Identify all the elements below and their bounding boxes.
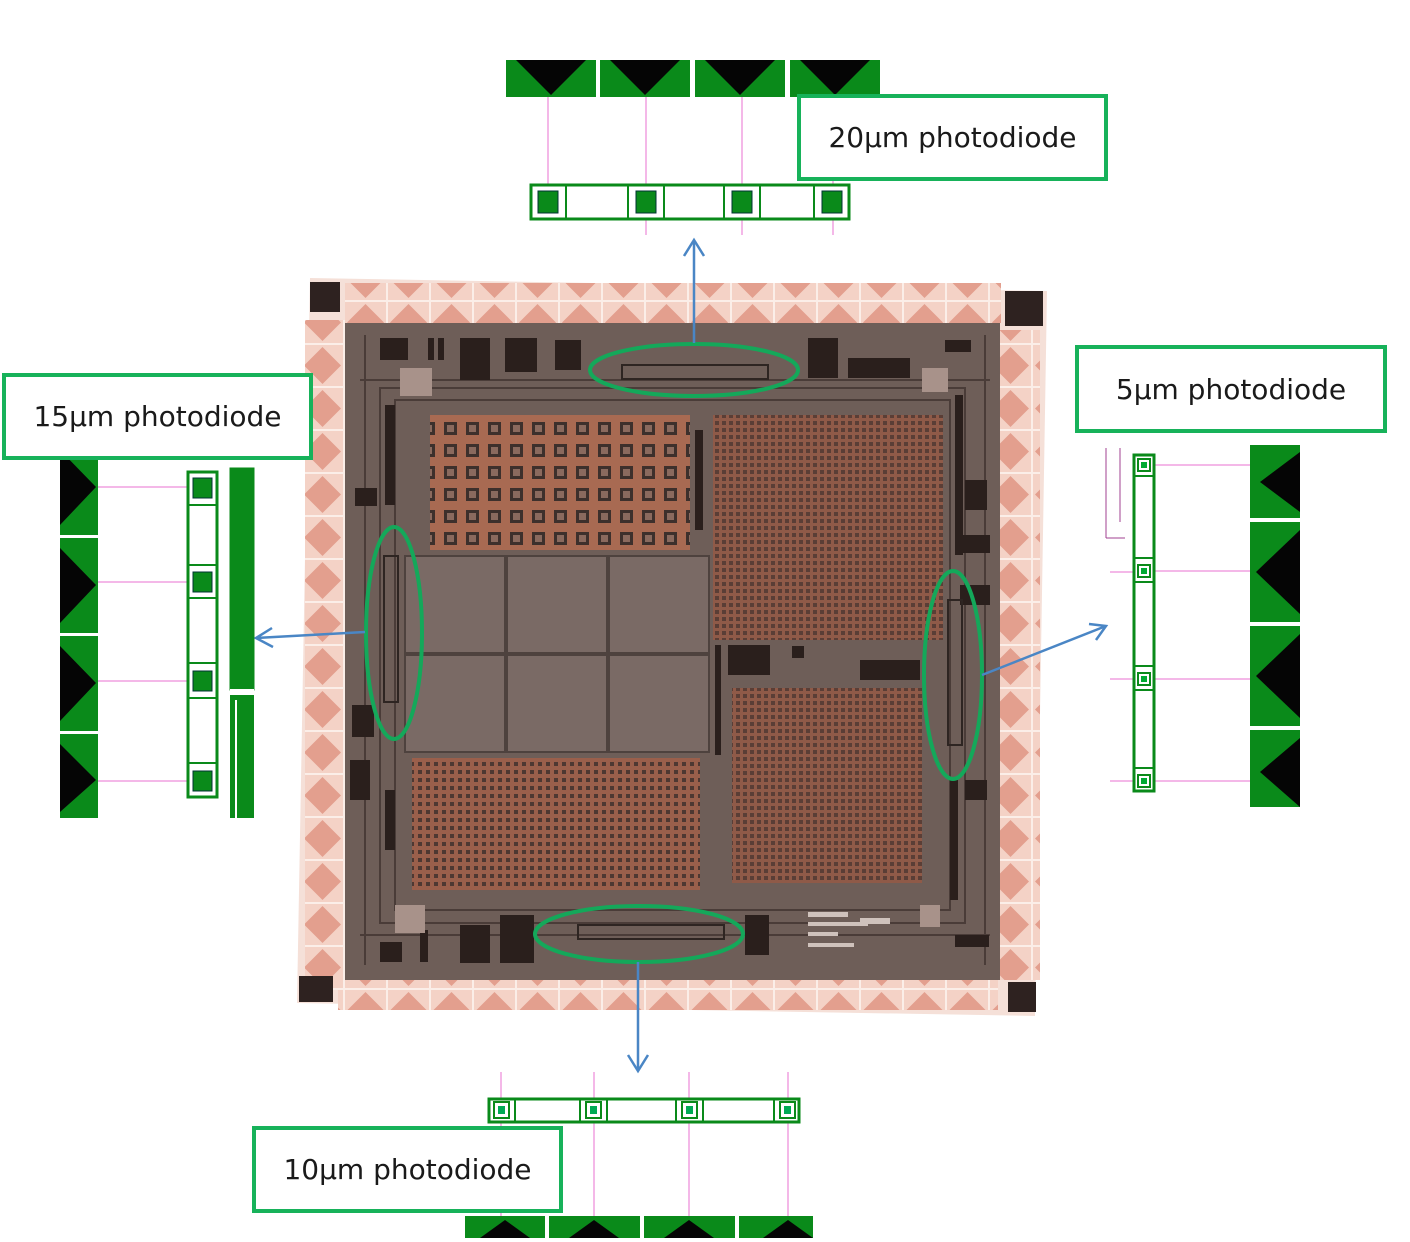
callout-label-left: 15µm photodiode bbox=[33, 400, 282, 433]
callout-label-top: 20µm photodiode bbox=[828, 121, 1077, 154]
callout-20um-photodiode: 20µm photodiode bbox=[797, 94, 1108, 181]
callout-10um-photodiode: 10µm photodiode bbox=[252, 1126, 563, 1213]
callout-label-bottom: 10µm photodiode bbox=[283, 1153, 532, 1186]
arrows bbox=[253, 237, 1109, 1074]
callout-label-right: 5µm photodiode bbox=[1115, 372, 1347, 406]
photodiode-layout-20um bbox=[506, 60, 880, 235]
callout-5um-photodiode: 5µm photodiode bbox=[1075, 345, 1387, 433]
highlight-ellipse-left bbox=[364, 525, 424, 741]
photodiode-layout-5um bbox=[1105, 445, 1300, 807]
photodiode-layout-15um bbox=[60, 440, 255, 818]
photodiode-layout-10um bbox=[465, 1072, 813, 1238]
arrow-right bbox=[981, 624, 1107, 677]
callout-15um-photodiode: 15µm photodiode bbox=[2, 373, 313, 460]
highlight-ellipse-top bbox=[588, 342, 800, 398]
chip-die bbox=[297, 278, 1047, 1016]
arrow-left bbox=[255, 630, 366, 640]
